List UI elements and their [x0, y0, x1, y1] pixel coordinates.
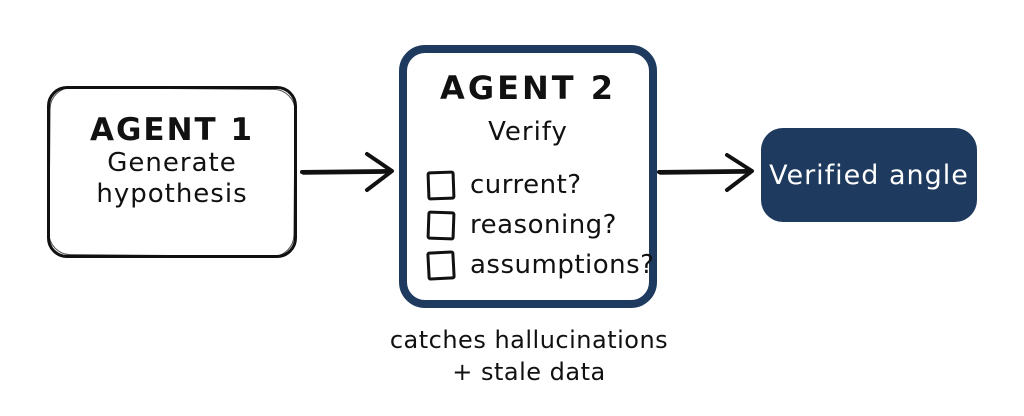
agent1-text-line1: Generate: [107, 148, 237, 178]
arrow-agent2-to-result-icon: [657, 153, 754, 192]
agent1-box: AGENT 1 Generate hypothesis: [47, 86, 297, 258]
agent1-title: AGENT 1: [89, 112, 255, 148]
verified-angle-box: Verified angle: [761, 128, 977, 222]
checkbox-unchecked-icon: [426, 170, 456, 200]
checklist-item-label: assumptions?: [470, 250, 655, 280]
agent2-checklist: current? reasoning? assumptions?: [426, 165, 654, 285]
checklist-item-label: current?: [470, 170, 582, 200]
agent2-caption: catches hallucinations + stale data: [369, 324, 689, 388]
checklist-item-reasoning: reasoning?: [426, 205, 649, 245]
caption-line2: + stale data: [452, 358, 606, 386]
checklist-item-label: reasoning?: [470, 210, 617, 240]
arrow-agent1-to-agent2-icon: [300, 152, 394, 192]
agent2-box: AGENT 2 Verify current? reasoning? assum…: [399, 45, 657, 308]
checkbox-unchecked-icon: [426, 210, 456, 240]
checkbox-unchecked-icon: [426, 249, 456, 281]
verified-angle-label: Verified angle: [769, 159, 969, 191]
checklist-item-assumptions: assumptions?: [426, 245, 654, 285]
agent2-title: AGENT 2: [440, 69, 616, 107]
agent1-text-line2: hypothesis: [96, 179, 248, 209]
checklist-item-current: current?: [426, 165, 649, 205]
agent2-subtitle: Verify: [488, 117, 568, 147]
caption-line1: catches hallucinations: [389, 326, 669, 354]
